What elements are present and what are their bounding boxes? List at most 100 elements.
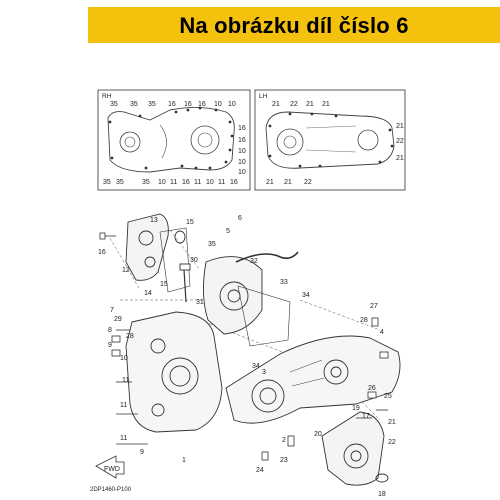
svg-text:6: 6 xyxy=(238,215,242,222)
svg-text:10: 10 xyxy=(214,101,222,108)
svg-text:11: 11 xyxy=(218,179,225,186)
svg-text:10: 10 xyxy=(238,159,246,166)
svg-text:22: 22 xyxy=(304,179,312,186)
svg-text:2: 2 xyxy=(282,437,286,444)
front-direction-arrow xyxy=(95,455,125,479)
svg-text:22: 22 xyxy=(290,101,298,108)
svg-text:10: 10 xyxy=(158,179,166,186)
svg-text:34: 34 xyxy=(302,292,310,299)
svg-text:30: 30 xyxy=(190,257,198,264)
rh-rib xyxy=(159,124,167,159)
rh-bore-inner xyxy=(124,136,136,148)
svg-text:4: 4 xyxy=(380,329,384,336)
svg-text:17: 17 xyxy=(362,413,370,420)
svg-text:35: 35 xyxy=(148,101,156,108)
svg-text:9: 9 xyxy=(140,449,144,456)
svg-text:35: 35 xyxy=(110,101,118,108)
svg-text:5: 5 xyxy=(226,228,230,235)
svg-text:32: 32 xyxy=(250,258,258,265)
svg-text:28: 28 xyxy=(126,333,134,340)
svg-text:14: 14 xyxy=(144,290,152,297)
svg-text:26: 26 xyxy=(368,385,376,392)
svg-text:11: 11 xyxy=(194,179,201,186)
banner-title: Na obrázku díl číslo 6 xyxy=(179,13,409,38)
svg-text:16: 16 xyxy=(230,179,238,186)
inset-lh-title: LH xyxy=(259,93,268,100)
svg-text:21: 21 xyxy=(284,179,292,186)
callout-labels: 16 12 13 15 14 15 30 31 29 28 7 8 9 10 1… xyxy=(98,215,396,498)
seal-part-18 xyxy=(375,473,389,483)
svg-text:3: 3 xyxy=(262,369,266,376)
svg-text:25: 25 xyxy=(384,393,392,400)
lh-bore-inner xyxy=(283,135,297,149)
svg-text:10: 10 xyxy=(238,148,246,155)
svg-text:15: 15 xyxy=(160,281,168,288)
lh-drive-bore xyxy=(357,129,379,151)
cover-part-12 xyxy=(125,213,169,281)
inset-rh-title: RH xyxy=(102,93,112,100)
main-exploded-view xyxy=(95,213,401,486)
inset-lh: LH 21 22 21 21 21 22 21 21 21 22 xyxy=(254,89,406,191)
lh-bore xyxy=(276,128,304,156)
lh-housing-outline xyxy=(265,111,395,169)
dipstick-part-30 xyxy=(183,269,187,303)
svg-text:16: 16 xyxy=(98,249,106,256)
inset-rh: RH 35 35 35 16 16 16 10 10 16 16 10 10 1… xyxy=(97,89,251,191)
svg-text:8: 8 xyxy=(108,327,112,334)
svg-text:27: 27 xyxy=(370,303,378,310)
svg-text:22: 22 xyxy=(388,439,396,446)
svg-text:21: 21 xyxy=(396,123,404,130)
svg-text:31: 31 xyxy=(196,299,204,306)
svg-text:23: 23 xyxy=(280,457,288,464)
svg-text:21: 21 xyxy=(266,179,274,186)
svg-text:7: 7 xyxy=(110,307,114,314)
svg-text:10: 10 xyxy=(120,355,128,362)
crankcase-left-half xyxy=(225,335,401,424)
svg-text:10: 10 xyxy=(228,101,236,108)
svg-text:33: 33 xyxy=(280,279,288,286)
seal-part-13 xyxy=(174,230,186,244)
svg-text:34: 34 xyxy=(252,363,260,370)
svg-text:35: 35 xyxy=(208,241,216,248)
cover-part-18 xyxy=(321,411,385,486)
svg-text:21: 21 xyxy=(322,101,330,108)
rh-cover-bore-inner xyxy=(197,132,213,148)
svg-text:28: 28 xyxy=(360,317,368,324)
svg-text:16: 16 xyxy=(182,179,190,186)
breather-pipe-part-6 xyxy=(235,251,299,263)
svg-text:21: 21 xyxy=(396,155,404,162)
svg-text:11: 11 xyxy=(120,435,127,442)
lh-ribs xyxy=(305,125,357,153)
rh-housing-outline xyxy=(107,107,235,173)
svg-text:29: 29 xyxy=(114,316,122,323)
svg-text:11: 11 xyxy=(170,179,177,186)
gasket-part-33 xyxy=(237,285,291,347)
svg-text:16: 16 xyxy=(238,125,246,132)
svg-text:11: 11 xyxy=(122,377,129,384)
svg-text:18: 18 xyxy=(378,491,386,498)
svg-text:16: 16 xyxy=(168,101,176,108)
svg-text:19: 19 xyxy=(352,405,360,412)
svg-text:35: 35 xyxy=(142,179,150,186)
svg-text:16: 16 xyxy=(198,101,206,108)
svg-text:21: 21 xyxy=(272,101,280,108)
svg-text:16: 16 xyxy=(238,137,246,144)
svg-text:9: 9 xyxy=(108,342,112,349)
rh-bore xyxy=(119,131,141,153)
svg-text:24: 24 xyxy=(256,467,264,474)
svg-text:35: 35 xyxy=(103,179,111,186)
rh-cover-bore xyxy=(190,125,220,155)
front-arrow-label: FWD xyxy=(104,466,120,473)
svg-text:35: 35 xyxy=(116,179,124,186)
svg-text:20: 20 xyxy=(314,431,322,438)
crankcase-right-half xyxy=(125,311,223,433)
svg-text:21: 21 xyxy=(388,419,396,426)
svg-text:21: 21 xyxy=(306,101,314,108)
svg-text:13: 13 xyxy=(150,217,158,224)
svg-text:11: 11 xyxy=(120,402,127,409)
svg-text:35: 35 xyxy=(130,101,138,108)
svg-text:10: 10 xyxy=(206,179,214,186)
title-banner: Na obrázku díl číslo 6 xyxy=(88,7,500,43)
svg-text:15: 15 xyxy=(186,219,194,226)
